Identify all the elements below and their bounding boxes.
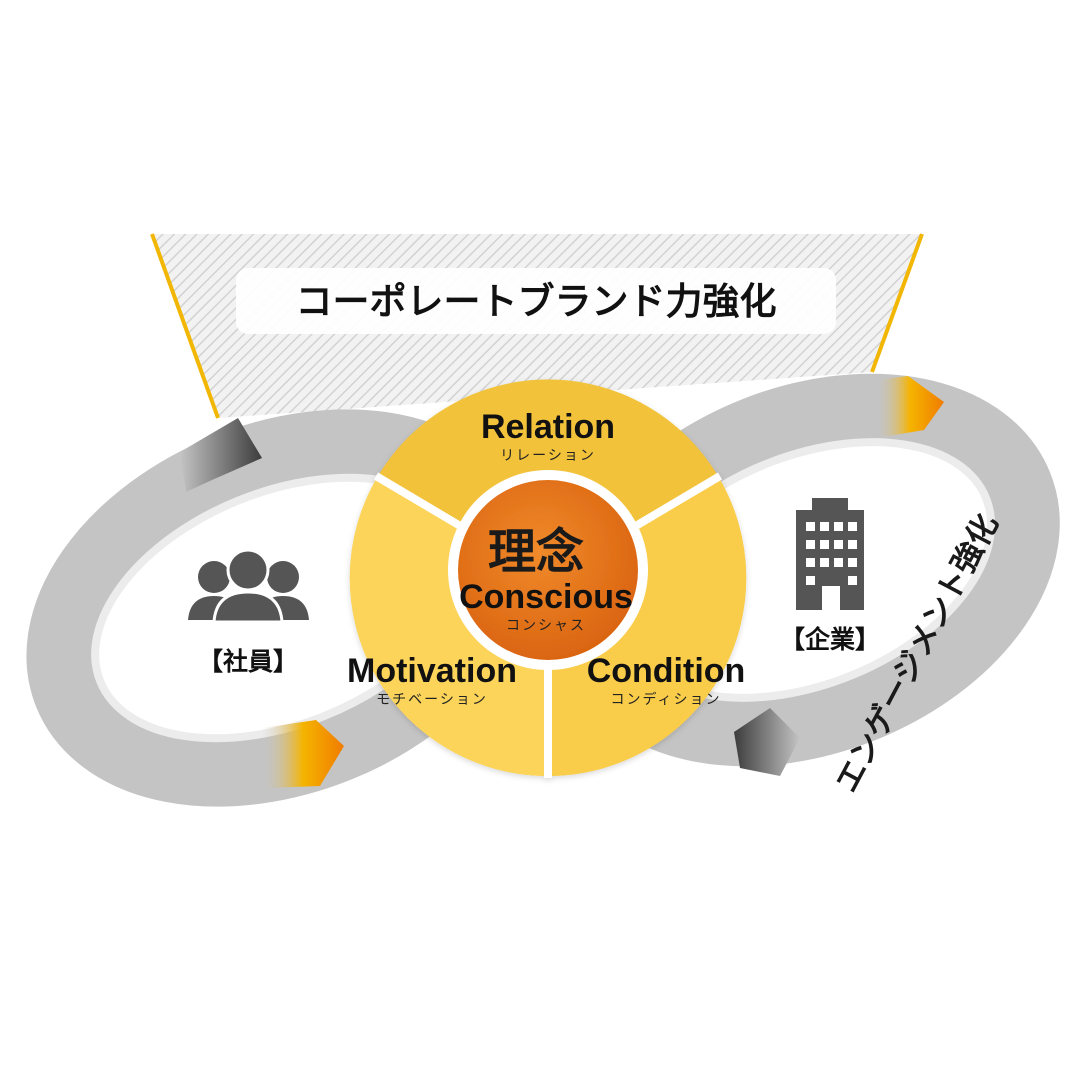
core-english: Conscious	[459, 578, 633, 616]
left-ring-arrow-orange	[262, 720, 344, 788]
right-ring-arrow-orange	[876, 376, 944, 438]
core-kana: コンシャス	[506, 618, 586, 634]
condition-kana: コンディション	[610, 691, 721, 708]
left-ring-arrow-dark	[180, 418, 262, 492]
employee-label: 【社員】	[198, 647, 298, 676]
company-label: 【企業】	[780, 625, 880, 654]
motivation-kana: モチベーション	[376, 692, 488, 708]
motivation-label: Motivation	[347, 652, 517, 690]
funnel-left-edge	[150, 233, 220, 419]
right-ring-arrow-dark	[734, 708, 800, 776]
core-circle	[458, 480, 638, 660]
relation-label: Relation	[481, 408, 615, 446]
condition-label: Condition	[587, 652, 746, 690]
core-kanji: 理念	[488, 524, 584, 580]
people-icon	[188, 548, 309, 624]
banner-title: コーポレートブランド力強化	[296, 280, 777, 323]
building-icon	[796, 498, 864, 610]
core-labels: 理念 Conscious コンシャス	[459, 524, 633, 634]
relation-kana: リレーション	[500, 448, 596, 464]
funnel-right-edge	[870, 233, 924, 373]
central-disk	[349, 379, 747, 778]
banner-box	[236, 268, 836, 334]
segment-labels: Relation リレーション Motivation モチベーション Condi…	[347, 408, 745, 708]
brand-funnel: コーポレートブランド力強化	[150, 233, 924, 419]
